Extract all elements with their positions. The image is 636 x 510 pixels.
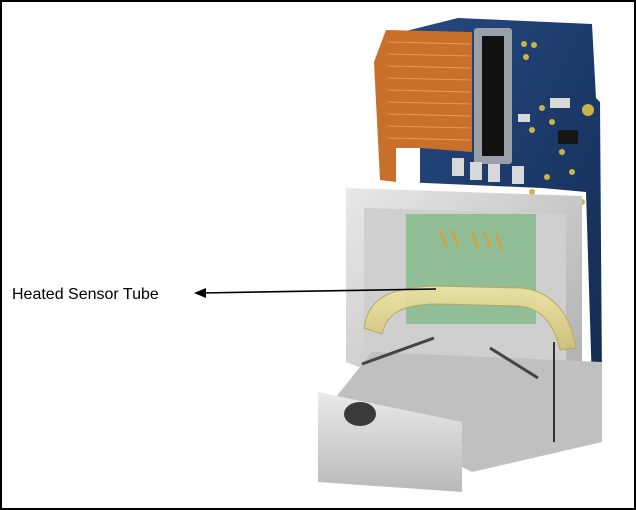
callout-arrow — [194, 288, 437, 298]
flex-cable — [374, 30, 472, 184]
callout-label: Heated Sensor Tube — [12, 286, 159, 303]
sensor-housing — [318, 188, 602, 492]
